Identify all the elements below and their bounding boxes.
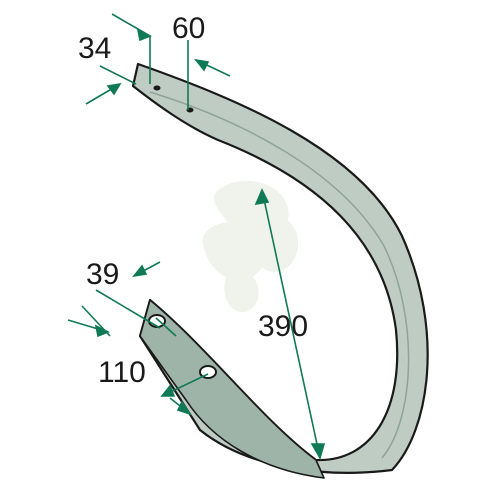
dimension-label-hole-spacing-bottom: 110 xyxy=(98,356,146,389)
dimension-label-hole-spacing-top: 60 xyxy=(172,12,205,45)
dimension-label-thickness: 34 xyxy=(78,32,111,65)
dimension-lines xyxy=(67,13,326,461)
tine-shadow-face xyxy=(139,299,325,479)
dimension-label-width: 39 xyxy=(86,258,119,291)
mounting-hole-top-1 xyxy=(153,85,161,91)
mounting-hole-bottom-1 xyxy=(148,314,166,328)
mounting-hole-bottom-2 xyxy=(199,365,217,379)
dimension-label-length: 390 xyxy=(258,310,308,343)
spring-tine xyxy=(131,62,429,479)
tine-inner-edge xyxy=(149,91,410,459)
watermark-logo xyxy=(202,180,299,313)
